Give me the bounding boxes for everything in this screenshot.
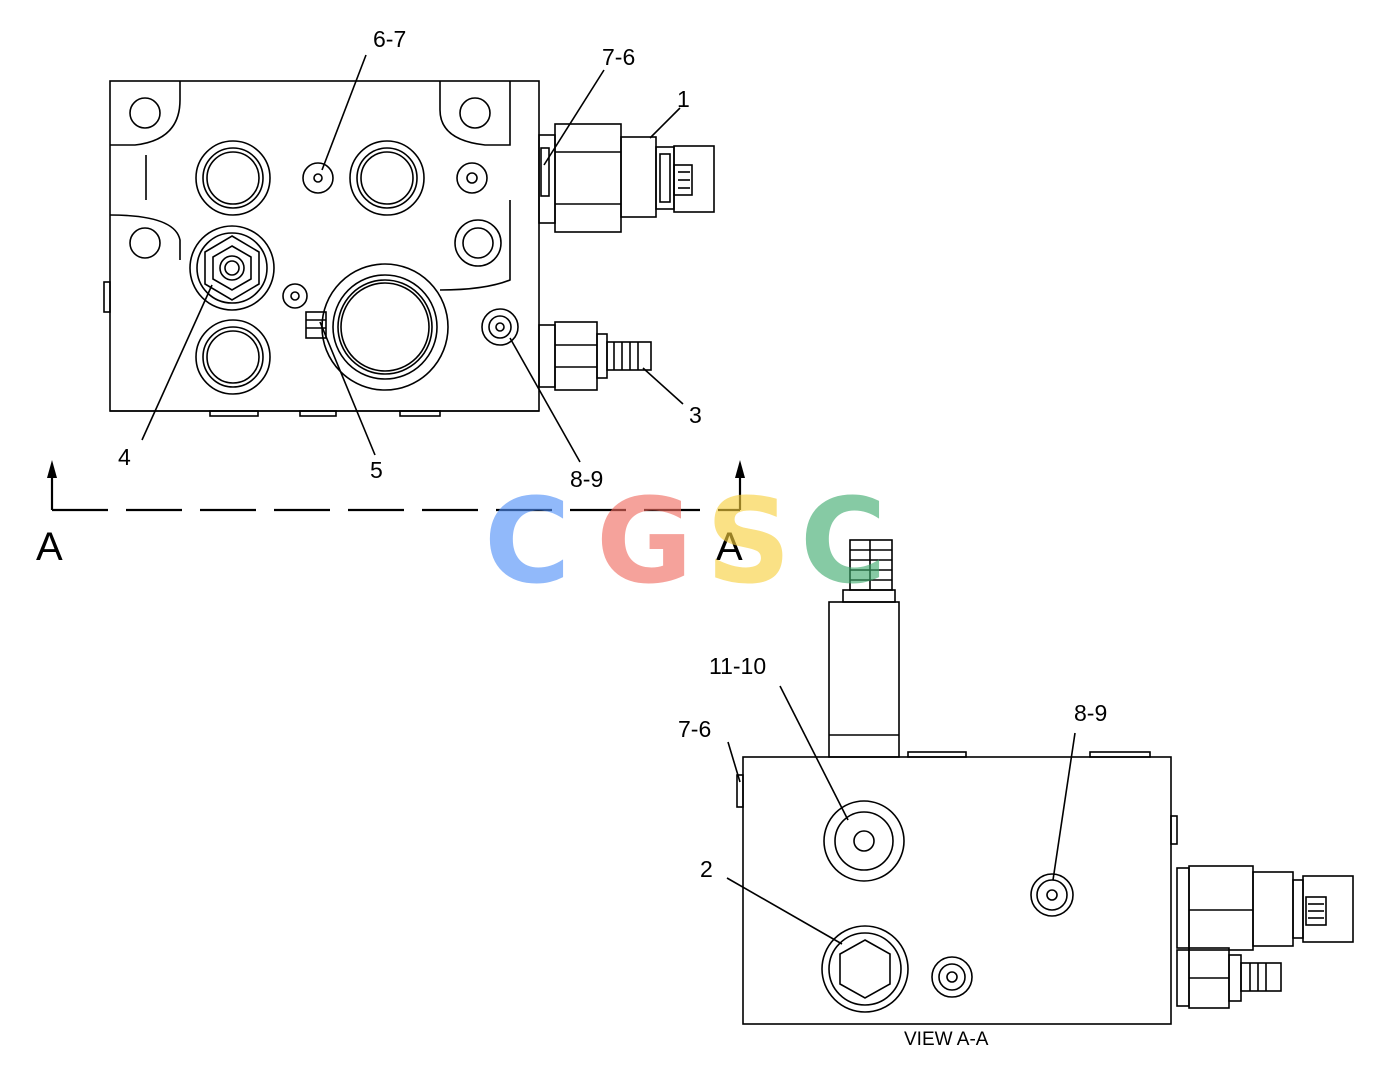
top-callouts: 6-7 7-6 1 3 4 5 8-9 [118,26,702,492]
section-mark-right: A [716,525,743,569]
section-mark-left: A [36,525,63,569]
top-leader-lines [141,54,684,463]
callout-3: 3 [689,402,702,428]
callout-8-9-top: 8-9 [570,466,603,492]
callout-7-6-bottom: 7-6 [678,716,711,742]
mounting-hole [129,227,161,259]
port-upper-middle [349,140,425,216]
port-upper-left [195,140,271,216]
cartridge-valve-1 [538,123,715,233]
watermark-letter-s: S [706,472,791,610]
callout-2: 2 [700,856,713,882]
plug-8-9-top [481,308,519,346]
fitting-3 [538,321,652,391]
port-11-10 [823,800,905,882]
vertical-cartridge [828,539,900,758]
plug-5 [282,283,327,339]
plug-6-7 [302,162,334,194]
mounting-hole [129,97,161,129]
hex-plug-2 [821,925,909,1013]
plug-bottom [931,956,973,998]
callout-11-10: 11-10 [709,653,766,679]
plug-upper-right [456,162,488,194]
port-lower-left [195,319,271,395]
callout-5: 5 [370,457,383,483]
watermark-letter-g: G [596,472,693,610]
watermark-letter-c1: C [484,472,571,610]
watermark-letter-c2: C [800,472,887,610]
callout-7-6-top: 7-6 [602,44,635,70]
section-arrow-right [735,460,745,478]
callout-8-9-bottom: 8-9 [1074,700,1107,726]
mounting-hole [454,219,502,267]
callout-1: 1 [677,86,690,112]
view-valve-block-body [742,756,1172,1025]
section-arrow-left [47,460,57,478]
top-view [103,80,715,417]
view-callouts: 11-10 7-6 8-9 2 VIEW A-A [678,653,1107,1050]
right-cartridge-upper [1176,865,1354,951]
view-caption: VIEW A-A [904,1029,989,1050]
mounting-hole [459,97,491,129]
view-leader-lines [726,685,1076,945]
watermark-logo: C G S C [484,472,887,610]
callout-4: 4 [118,444,131,470]
top-valve-block-body [109,80,540,412]
view-a-a [736,539,1354,1025]
plug-8-9-view [1030,873,1074,917]
right-fitting-lower [1176,947,1282,1009]
callout-6-7: 6-7 [373,26,406,52]
hex-fitting-4 [189,225,275,311]
